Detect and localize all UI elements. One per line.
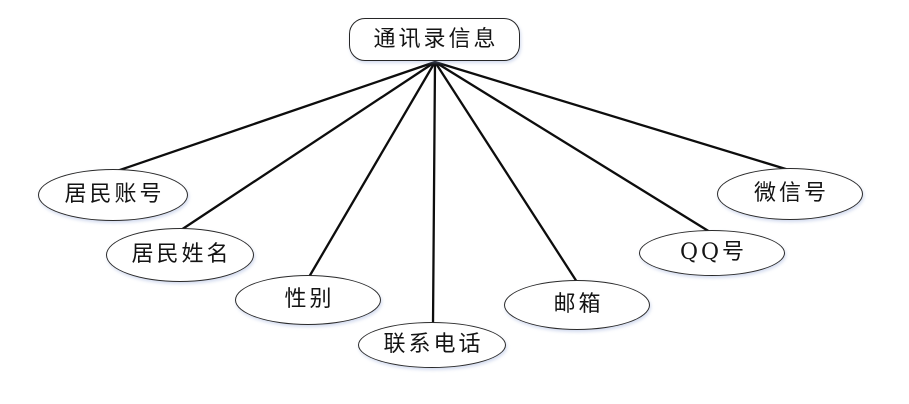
attribute-label: 微信号: [753, 181, 829, 206]
edge-resident-name: [179, 60, 437, 232]
edge-wechat: [433, 60, 791, 172]
attribute-node-resident-name: 居民姓名: [106, 228, 254, 282]
attribute-label: QQ号: [679, 240, 748, 265]
edge-phone: [431, 60, 437, 327]
attribute-label: 邮箱: [553, 292, 604, 317]
attribute-node-phone: 联系电话: [358, 322, 506, 368]
entity-label: 通讯录信息: [373, 26, 499, 52]
attribute-label: 居民账号: [64, 182, 165, 207]
edge-gender: [307, 60, 437, 279]
entity-node: 通讯录信息: [349, 18, 520, 61]
edge-qq: [433, 60, 712, 234]
attribute-label: 性别: [284, 287, 335, 312]
attribute-node-wechat: 微信号: [717, 168, 863, 220]
edge-email: [433, 60, 579, 284]
edge-resident-account: [112, 60, 437, 174]
attribute-node-resident-account: 居民账号: [38, 169, 188, 221]
attribute-node-qq: QQ号: [639, 230, 785, 276]
attribute-label: 居民姓名: [131, 242, 232, 267]
attribute-node-email: 邮箱: [504, 280, 650, 330]
attribute-node-gender: 性别: [235, 275, 381, 325]
attribute-label: 联系电话: [383, 332, 484, 357]
